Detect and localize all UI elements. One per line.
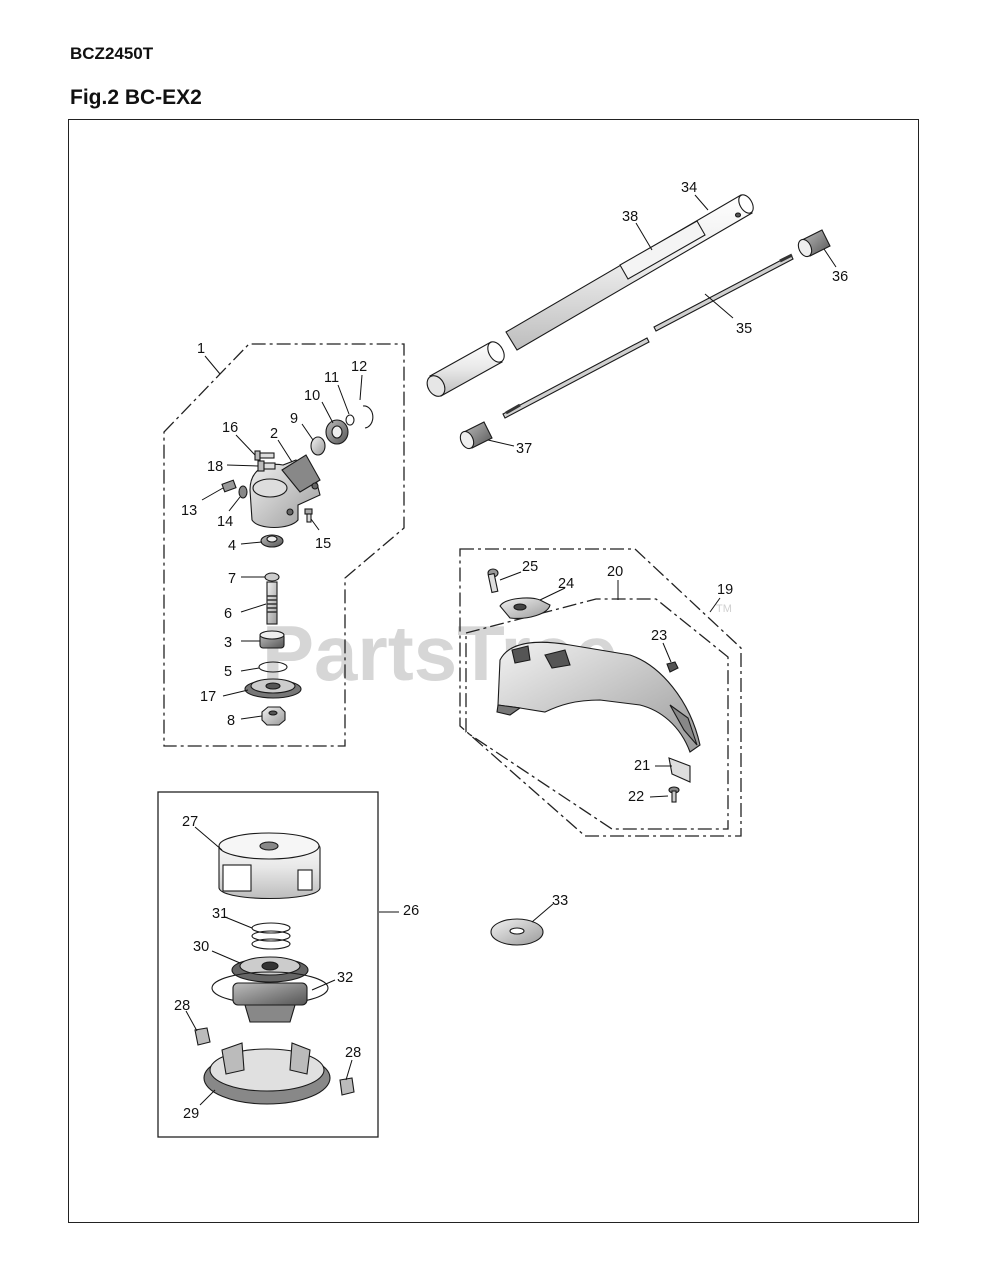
- guard-19: [496, 641, 701, 753]
- spring-31: [251, 922, 291, 950]
- gear-case: [249, 454, 321, 529]
- bolt-15: [304, 508, 313, 523]
- callout-27: 27: [182, 814, 198, 830]
- callout-19: 19: [717, 582, 733, 598]
- guard-subassembly-boundary: [465, 598, 729, 830]
- holder-17: [244, 678, 302, 699]
- callout-36: 36: [832, 269, 848, 285]
- upper-bushing: [797, 229, 831, 258]
- callout-3: 3: [224, 635, 232, 651]
- callout-11: 11: [324, 370, 339, 386]
- callout-28b: 28: [345, 1045, 361, 1061]
- callout-28a: 28: [174, 998, 190, 1014]
- cover-27: [218, 832, 321, 900]
- gear-shaft-6: [266, 581, 278, 625]
- callout-26: 26: [403, 903, 419, 919]
- callout-8: 8: [227, 713, 235, 729]
- washer-33: [490, 918, 544, 946]
- screw-22: [668, 786, 680, 803]
- callout-29: 29: [183, 1106, 199, 1122]
- callout-9: 9: [290, 411, 298, 427]
- callout-14: 14: [217, 514, 233, 530]
- spool-30: [231, 956, 309, 983]
- bolt-16: [254, 450, 275, 461]
- drive-shaft: [502, 253, 794, 419]
- eyelet-28b: [339, 1077, 355, 1096]
- bearing-9: [310, 436, 326, 456]
- callout-21: 21: [634, 758, 650, 774]
- callout-31: 31: [212, 906, 228, 922]
- diagram-frame: [68, 119, 919, 1223]
- bearing-3: [259, 630, 285, 649]
- bearing-4: [260, 534, 284, 548]
- callout-labels: 1 2 3 4 5 6 7 8 9 10 11 12 13 14 15 16 1…: [174, 180, 848, 1122]
- lower-shaft-tube: [426, 341, 505, 397]
- washer-5: [258, 661, 288, 673]
- cutter-21: [668, 757, 691, 783]
- callout-34: 34: [681, 180, 697, 196]
- callout-23: 23: [651, 628, 667, 644]
- outer-shaft-tube: [505, 194, 754, 351]
- callout-18: 18: [207, 459, 223, 475]
- callout-22: 22: [628, 789, 644, 805]
- callout-16: 16: [222, 420, 238, 436]
- callout-6: 6: [224, 606, 232, 622]
- bolt-25: [487, 568, 499, 594]
- callout-13: 13: [181, 503, 197, 519]
- callout-32: 32: [337, 970, 353, 986]
- callout-35: 35: [736, 321, 752, 337]
- bolt-13: [221, 479, 237, 493]
- figure-title: Fig.2 BC-EX2: [70, 86, 202, 109]
- circlip-12: [362, 405, 374, 429]
- callout-15: 15: [315, 536, 331, 552]
- nut-23: [666, 661, 679, 673]
- callout-20: 20: [607, 564, 623, 580]
- callout-30: 30: [193, 939, 209, 955]
- callout-1: 1: [197, 341, 205, 357]
- leader-lines: [185, 194, 837, 1106]
- watermark-tm: TM: [716, 603, 732, 615]
- callout-38: 38: [622, 209, 638, 225]
- clamp-24: [499, 597, 551, 619]
- callout-2: 2: [270, 426, 278, 442]
- model-number: BCZ2450T: [70, 44, 154, 63]
- callout-7: 7: [228, 571, 236, 587]
- line-32: [211, 971, 329, 1023]
- callout-17: 17: [200, 689, 216, 705]
- washer-14: [238, 485, 248, 499]
- lower-bushing: [459, 421, 493, 450]
- callout-10: 10: [304, 388, 320, 404]
- trimmer-head-boundary: [157, 791, 379, 1138]
- callout-25: 25: [522, 559, 538, 575]
- callout-33: 33: [552, 893, 568, 909]
- spacer-7: [264, 572, 280, 582]
- eyelet-28a: [194, 1027, 211, 1046]
- housing-29: [203, 1042, 331, 1105]
- snap-ring-11: [345, 414, 355, 426]
- callout-4: 4: [228, 538, 236, 554]
- nut-8: [261, 706, 286, 726]
- callout-24: 24: [558, 576, 574, 592]
- callout-5: 5: [224, 664, 232, 680]
- callout-12: 12: [351, 359, 367, 375]
- callout-37: 37: [516, 441, 532, 457]
- gearcase-assembly-boundary: [163, 343, 405, 747]
- guard-assembly-boundary: [459, 548, 742, 837]
- bearing-10: [325, 419, 349, 445]
- bolt-18: [257, 460, 276, 472]
